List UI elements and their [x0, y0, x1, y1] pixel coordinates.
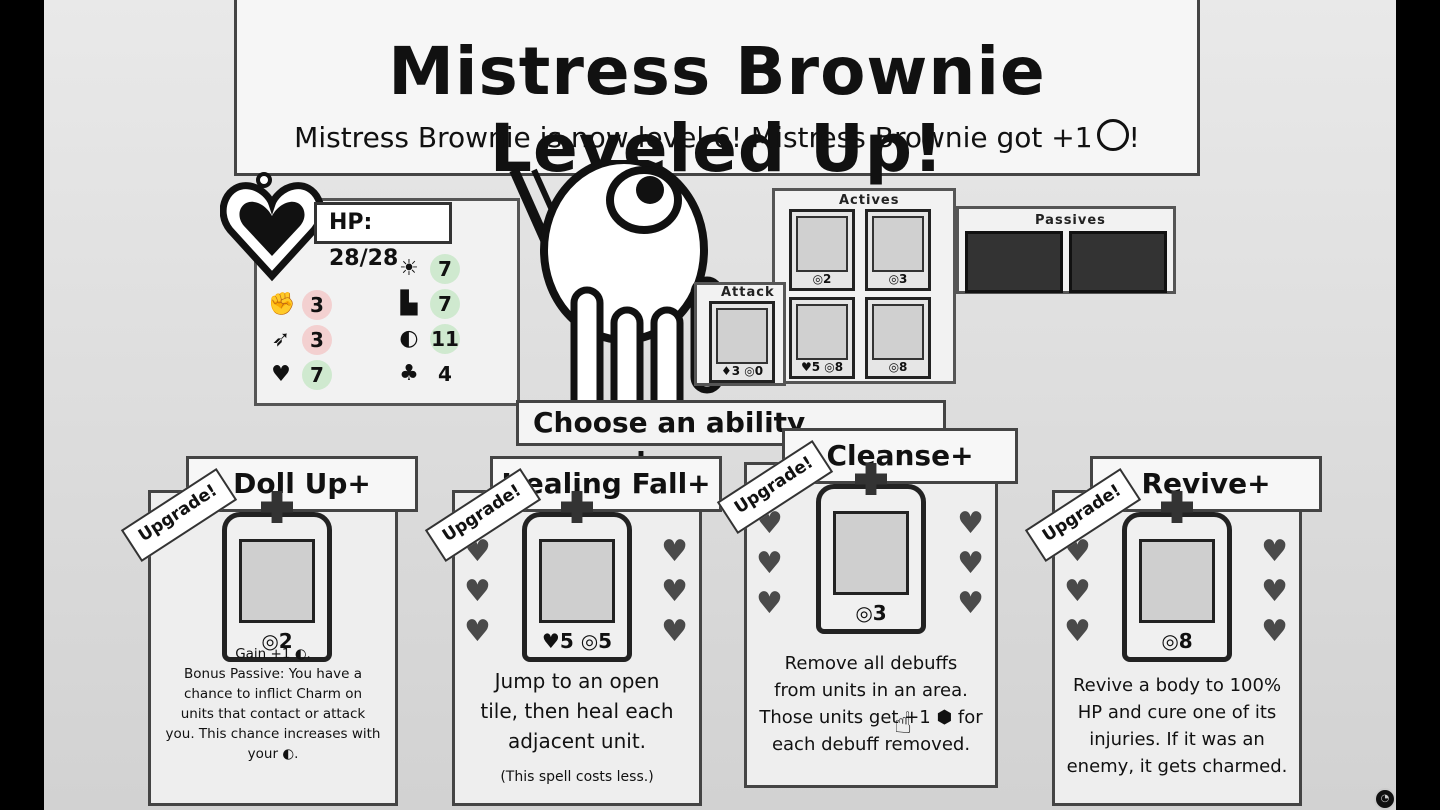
- ability-cost: ♥5 ◎8: [800, 360, 844, 374]
- level-up-title: Mistress Brownie Leveled Up!: [388, 33, 1046, 187]
- passives-label: Passives: [1035, 213, 1106, 228]
- card-description: Remove all debuffs from units in an area.…: [758, 650, 984, 758]
- strength-icon: ✊: [268, 292, 296, 317]
- stat-value: 7: [430, 254, 460, 284]
- stat-lips: ◐ 11: [396, 324, 476, 354]
- card-description: Jump to an open tile, then heal each adjac…: [466, 666, 688, 792]
- ability-cost: ◎3: [888, 272, 908, 286]
- heart-pattern: ♥♥♥: [1064, 534, 1091, 649]
- card-description-line: HP and cure one of its: [1077, 702, 1277, 723]
- boot-icon: ▙: [400, 291, 418, 316]
- card-description-line: tile, then heal each: [480, 699, 674, 723]
- stat-bulb: ☀7: [396, 254, 476, 284]
- ability-frame: ◎8: [1122, 491, 1232, 662]
- revive-portrait-icon: [872, 304, 924, 360]
- cat-portrait-icon: [796, 304, 848, 360]
- clover-icon: ♣: [399, 361, 419, 386]
- ability-cost: ◎8: [888, 360, 908, 374]
- passives-panel: Passives: [956, 206, 1176, 294]
- ability-art: [239, 539, 315, 623]
- card-description-line: units that contact or attack: [180, 706, 366, 722]
- stat-bow: ➶3: [268, 325, 348, 355]
- lips-icon: ◐: [399, 326, 419, 351]
- bulb-icon: [1096, 119, 1129, 151]
- actives-panel: Actives ◎2 ◎3 ♥5 ◎8 ◎8: [772, 188, 956, 384]
- level-up-subtitle-text: Mistress Brownie is now level 6! Mistres…: [294, 121, 1093, 154]
- stat-value: 3: [302, 290, 332, 320]
- attack-label: Attack: [721, 285, 775, 300]
- card-description-line: adjacent unit.: [507, 729, 647, 753]
- lipstick-mirror-icon: [796, 216, 848, 272]
- card-description-line: chance to inflict Charm on: [183, 686, 363, 702]
- card-note: (This spell costs less.): [500, 769, 654, 785]
- ability-cost: ◎8: [1161, 629, 1193, 653]
- stat-strength: ✊3: [268, 290, 348, 320]
- card-description-line: Remove all debuffs: [784, 653, 958, 674]
- card-description-line: Jump to an open: [494, 669, 660, 693]
- bulb-icon: ☀: [399, 256, 419, 281]
- heart-pattern: ♥♥♥: [957, 506, 984, 621]
- ability-cost: ◎3: [855, 601, 887, 625]
- hp-display: HP: 28/28: [314, 202, 452, 271]
- card-description-line: Revive a body to 100%: [1072, 675, 1282, 696]
- stat-value: 7: [302, 360, 332, 390]
- card-description-line: each debuff removed.: [771, 734, 971, 755]
- hand-cursor-icon: ☝: [894, 706, 913, 741]
- ability-frame: ♥5 ◎5: [522, 491, 632, 662]
- card-description: Gain +1 ◐. Bonus Passive: You have a chanc…: [162, 644, 384, 764]
- card-description-line: injuries. If it was an: [1089, 729, 1265, 750]
- ability-cost: ◎2: [812, 272, 832, 286]
- card-description-line: your ◐.: [247, 746, 299, 762]
- card-description-line: Bonus Passive: You have a: [184, 666, 362, 682]
- card-description-line: you. This chance increases with: [165, 726, 381, 742]
- heart-icon: [220, 172, 324, 282]
- card-description-line: enemy, it gets charmed.: [1066, 756, 1288, 777]
- actives-label: Actives: [839, 193, 900, 208]
- ability-art: [1139, 539, 1215, 623]
- ability-art: [539, 539, 615, 623]
- stat-value: 11: [430, 324, 460, 354]
- ability-frame: ◎3: [816, 463, 926, 634]
- active-ability-thumb[interactable]: ♥5 ◎8: [789, 297, 855, 379]
- stat-clover: ♣4: [396, 359, 476, 389]
- active-ability-thumb[interactable]: ◎3: [865, 209, 931, 291]
- stat-value: 3: [302, 325, 332, 355]
- level-up-subtitle: Mistress Brownie is now level 6! Mistres…: [294, 119, 1140, 154]
- card-description: Revive a body to 100% HP and cure one of …: [1066, 672, 1288, 780]
- heart-plus-icon: ♥: [271, 362, 291, 387]
- passive-charm-icon[interactable]: [1069, 231, 1167, 293]
- stat-value: 4: [438, 362, 452, 386]
- cat-portrait-icon: [872, 216, 924, 272]
- card-description-line: Those units get +1 ⬢ for: [759, 707, 983, 728]
- game-screen: Mistress Brownie Leveled Up! Mistress Br…: [44, 0, 1396, 810]
- heart-pattern: ♥♥♥: [756, 506, 783, 621]
- ability-cost: ♦3 ◎0: [720, 364, 764, 378]
- card-description-line: from units in an area.: [774, 680, 968, 701]
- stat-boot: ▙7: [396, 289, 476, 319]
- ability-cost: ♥5 ◎5: [541, 629, 613, 653]
- heart-pattern: ♥♥♥: [464, 534, 491, 649]
- ability-cost: ◎2: [261, 629, 293, 653]
- level-up-banner: Mistress Brownie Leveled Up! Mistress Br…: [234, 0, 1200, 187]
- heart-pattern: ♥♥♥: [661, 534, 688, 649]
- attack-ability-thumb[interactable]: ♦3 ◎0: [709, 301, 775, 383]
- stat-value: 7: [430, 289, 460, 319]
- ability-art: [833, 511, 909, 595]
- active-ability-thumb[interactable]: ◎2: [789, 209, 855, 291]
- attack-panel: Attack ♦3 ◎0: [694, 282, 786, 386]
- settings-icon[interactable]: ◔: [1374, 788, 1396, 810]
- bow-icon: ➶: [271, 327, 291, 352]
- cross-icon: [716, 308, 768, 364]
- heart-pattern: ♥♥♥: [1261, 534, 1288, 649]
- stat-heart-plus: ♥7: [268, 360, 348, 390]
- active-ability-thumb[interactable]: ◎8: [865, 297, 931, 379]
- passive-cats-icon[interactable]: [965, 231, 1063, 293]
- card-description-line: Gain +1 ◐.: [235, 646, 311, 662]
- ability-frame: ◎2: [222, 491, 332, 662]
